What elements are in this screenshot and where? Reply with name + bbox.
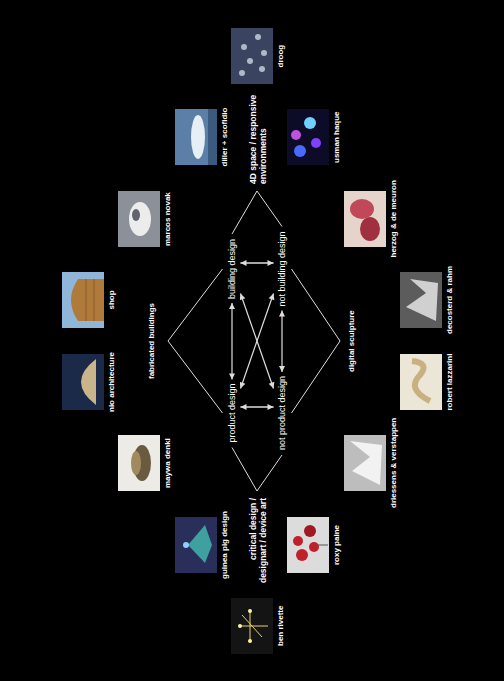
photo-caption: diller + scofidio <box>220 108 230 167</box>
arrow-head <box>240 382 246 389</box>
arrow-head <box>279 311 285 317</box>
photo <box>118 191 160 247</box>
photo <box>175 517 217 573</box>
group-triangle-line <box>168 341 223 413</box>
photo <box>118 435 160 491</box>
photo-caption: usman haque <box>332 111 342 163</box>
photo <box>400 272 442 328</box>
node-text: building design <box>227 239 238 299</box>
node-text: not product design <box>277 376 288 450</box>
photo-caption: digital sculpture <box>347 310 357 372</box>
group-triangle-line <box>292 341 341 413</box>
group-triangle-line <box>292 269 341 341</box>
photo-caption: robert lazzarini <box>445 354 455 411</box>
group-triangle-line <box>232 448 257 492</box>
design-node: not building design <box>275 228 290 309</box>
arrow-head <box>279 366 285 372</box>
photo <box>344 435 386 491</box>
group-triangle-line <box>257 455 282 491</box>
photo-caption: nio architecture <box>107 352 117 412</box>
group-triangle-line <box>168 269 223 341</box>
group-label: critical design / designart / device art <box>248 498 268 590</box>
photo <box>344 191 386 247</box>
photo-caption: droog <box>276 45 286 68</box>
group-label: 4D space / responsive environments <box>248 92 268 184</box>
connector-arrow <box>229 303 235 380</box>
node-text: product design <box>227 383 238 442</box>
connector-line <box>231 303 232 380</box>
arrow-head <box>229 374 235 380</box>
connector-line <box>241 293 274 388</box>
photo-caption: fabricated buildings <box>147 303 157 379</box>
photo-caption: ben rivette <box>276 606 286 646</box>
connector-arrow <box>240 293 275 388</box>
connector-arrow <box>240 293 275 388</box>
photo-caption: decosterd & rahm <box>445 266 455 334</box>
design-node: not product design <box>275 373 290 453</box>
photo-caption: shop <box>107 290 117 309</box>
photo <box>400 354 442 410</box>
connector-arrow <box>279 311 285 373</box>
connector-line <box>281 311 282 373</box>
design-node: building design <box>225 236 240 302</box>
photo-caption: roxy paine <box>332 525 342 565</box>
photo <box>62 272 104 328</box>
photo <box>231 28 273 84</box>
photo-caption: guinea pig design <box>220 511 230 579</box>
connector-arrow <box>241 404 274 410</box>
photo <box>287 109 329 165</box>
arrow-head <box>241 404 247 410</box>
design-node: product design <box>225 380 240 445</box>
group-triangle-line <box>257 191 282 227</box>
arrow-head <box>241 260 247 266</box>
arrow-head <box>229 303 235 309</box>
node-text: not building design <box>277 231 288 306</box>
photo <box>287 517 329 573</box>
photo-caption: marcos novak <box>163 192 173 246</box>
photo-caption: maywa denki <box>163 438 173 488</box>
connector-arrow <box>241 260 274 266</box>
photo <box>231 598 273 654</box>
connector-arrow <box>241 404 274 410</box>
photo <box>62 354 104 410</box>
arrow-head <box>240 293 246 300</box>
photo <box>175 109 217 165</box>
photo-caption: herzog & de meuron <box>389 180 399 257</box>
connector-arrow <box>241 260 274 266</box>
photo-caption: driessens & verstappen <box>389 418 399 508</box>
group-triangle-line <box>232 191 257 234</box>
connector-line <box>241 293 274 388</box>
